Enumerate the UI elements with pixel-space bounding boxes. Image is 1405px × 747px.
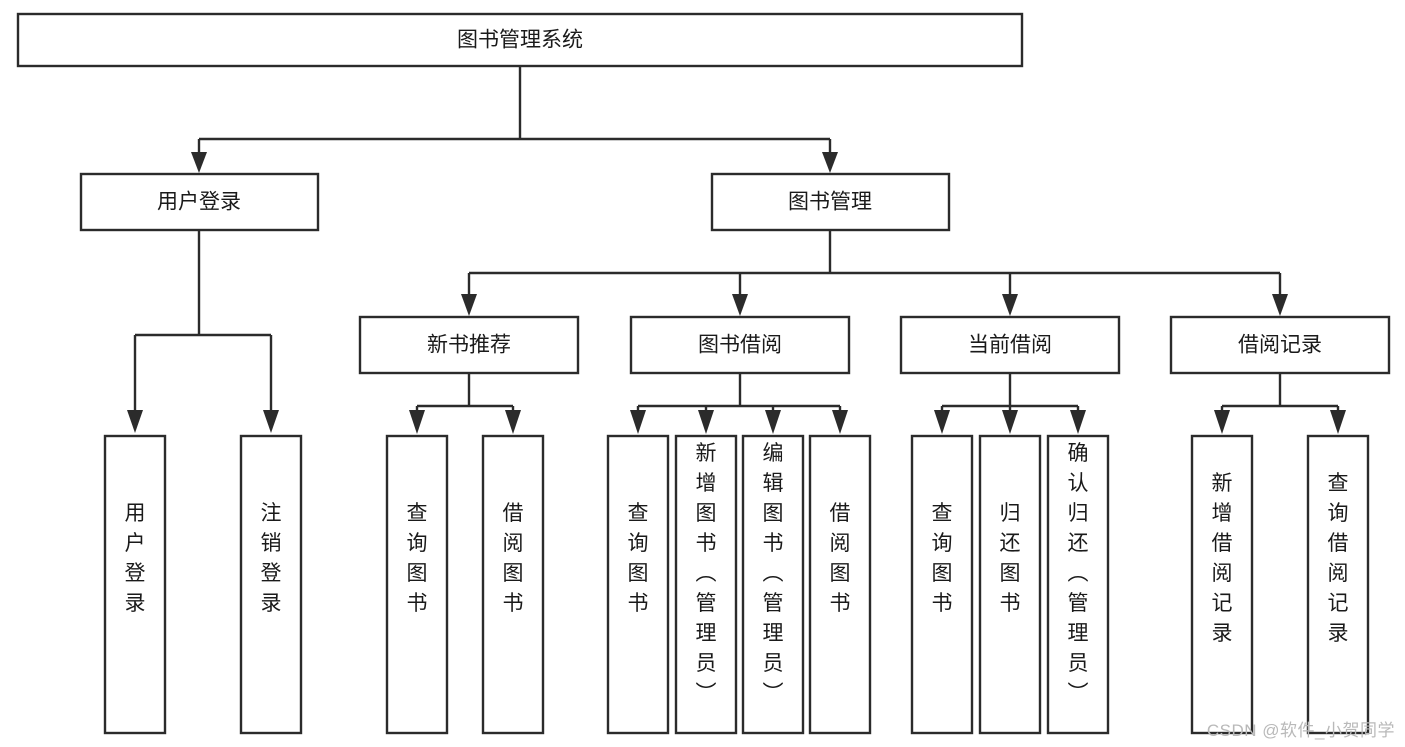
arrow-head-icon: [409, 410, 425, 434]
arrow-head-icon: [1002, 294, 1018, 316]
leaf-node[interactable]: 新增借阅记录: [1190, 434, 1254, 735]
leaf-label: 注销登录: [261, 502, 282, 615]
csdn-watermark: CSDN @软件_小贺同学: [1206, 721, 1395, 740]
connector-borrow-record-to-leaves: [1214, 373, 1346, 434]
leaf-box-return-book[interactable]: [978, 434, 1042, 735]
new-book-recommend-box[interactable]: [358, 315, 580, 375]
leaf-box-query-borrow-record[interactable]: [1306, 434, 1370, 735]
arrow-head-icon: [505, 410, 521, 434]
leaf-box-query-book-bb[interactable]: [606, 434, 670, 735]
arrow-head-icon: [1214, 410, 1230, 434]
arrow-head-icon: [1002, 410, 1018, 434]
leaf-label: 用户登录: [125, 502, 146, 615]
leaf-node[interactable]: 新增图书︵管理员︶: [674, 434, 738, 735]
leaf-box-user-login[interactable]: [103, 434, 167, 735]
leaf-box-query-book-nbr[interactable]: [385, 434, 449, 735]
leaf-label: 新增图书︵管理员︶: [696, 442, 717, 705]
leaf-box-query-book-cb[interactable]: [910, 434, 974, 735]
arrow-head-icon: [822, 152, 838, 173]
current-borrow-label: 当前借阅: [968, 334, 1052, 357]
arrow-head-icon: [765, 410, 781, 434]
node-root[interactable]: 图书管理系统: [16, 12, 1024, 68]
leaf-box-confirm-return-admin[interactable]: [1046, 434, 1110, 735]
book-management-label: 图书管理: [788, 191, 872, 214]
leaf-node[interactable]: 借阅图书: [481, 434, 545, 735]
leaf-label: 查询图书: [407, 502, 428, 615]
arrow-head-icon: [832, 410, 848, 434]
arrow-head-icon: [732, 294, 748, 316]
leaf-label: 确认归还︵管理员︶: [1068, 442, 1089, 705]
leaf-box-borrow-book-bb[interactable]: [808, 434, 872, 735]
leaf-node[interactable]: 借阅图书: [808, 434, 872, 735]
leaf-label: 新增借阅记录: [1212, 472, 1233, 645]
leaf-node[interactable]: 确认归还︵管理员︶: [1046, 434, 1110, 735]
arrow-head-icon: [461, 294, 477, 316]
leaf-node[interactable]: 归还图书: [978, 434, 1042, 735]
connector-root-to-level2: [191, 66, 838, 173]
connector-book-borrow-to-leaves: [630, 373, 848, 434]
node-book-management[interactable]: 图书管理: [710, 172, 951, 232]
leaf-label: 借阅图书: [830, 502, 851, 615]
leaf-label: 借阅图书: [503, 502, 524, 615]
root-box[interactable]: [16, 12, 1024, 68]
leaf-node[interactable]: 查询图书: [385, 434, 449, 735]
user-login-label: 用户登录: [157, 191, 241, 214]
node-user-login[interactable]: 用户登录: [79, 172, 320, 232]
leaf-node[interactable]: 查询借阅记录: [1306, 434, 1370, 735]
arrow-head-icon: [1330, 410, 1346, 434]
book-borrow-box[interactable]: [629, 315, 851, 375]
new-book-recommend-label: 新书推荐: [427, 334, 511, 357]
connector-book-management-to-level3: [461, 230, 1288, 316]
arrow-head-icon: [191, 152, 207, 173]
connector-current-borrow-to-leaves: [934, 373, 1086, 434]
book-borrow-label: 图书借阅: [698, 334, 782, 357]
leaf-label: 查询图书: [932, 502, 953, 615]
arrow-head-icon: [127, 410, 143, 433]
connector-user-login-to-leaves: [127, 230, 279, 433]
borrow-record-box[interactable]: [1169, 315, 1391, 375]
leaf-node[interactable]: 查询图书: [606, 434, 670, 735]
arrow-head-icon: [263, 410, 279, 433]
leaf-box-edit-book-admin[interactable]: [741, 434, 805, 735]
leaf-node[interactable]: 编辑图书︵管理员︶: [741, 434, 805, 735]
leaf-label: 编辑图书︵管理员︶: [763, 442, 784, 705]
borrow-record-label: 借阅记录: [1238, 334, 1322, 357]
leaf-box-logout[interactable]: [239, 434, 303, 735]
leaf-box-add-book-admin[interactable]: [674, 434, 738, 735]
node-new-book-recommend[interactable]: 新书推荐: [358, 315, 580, 375]
leaf-label: 归还图书: [1000, 502, 1021, 615]
leaf-node[interactable]: 用户登录: [103, 434, 167, 735]
arrow-head-icon: [1070, 410, 1086, 434]
root-label: 图书管理系统: [457, 29, 583, 52]
arrow-head-icon: [698, 410, 714, 434]
node-current-borrow[interactable]: 当前借阅: [899, 315, 1121, 375]
leaf-label: 查询借阅记录: [1328, 472, 1349, 645]
leaf-box-borrow-book-nbr[interactable]: [481, 434, 545, 735]
arrow-head-icon: [1272, 294, 1288, 316]
node-borrow-record[interactable]: 借阅记录: [1169, 315, 1391, 375]
leaf-label: 查询图书: [628, 502, 649, 615]
leaf-node[interactable]: 注销登录: [239, 434, 303, 735]
leaf-box-add-borrow-record[interactable]: [1190, 434, 1254, 735]
connector-new-book-recommend-to-leaves: [409, 373, 521, 434]
current-borrow-box[interactable]: [899, 315, 1121, 375]
node-book-borrow[interactable]: 图书借阅: [629, 315, 851, 375]
arrow-head-icon: [630, 410, 646, 434]
book-management-box[interactable]: [710, 172, 951, 232]
leaf-node[interactable]: 查询图书: [910, 434, 974, 735]
arrow-head-icon: [934, 410, 950, 434]
